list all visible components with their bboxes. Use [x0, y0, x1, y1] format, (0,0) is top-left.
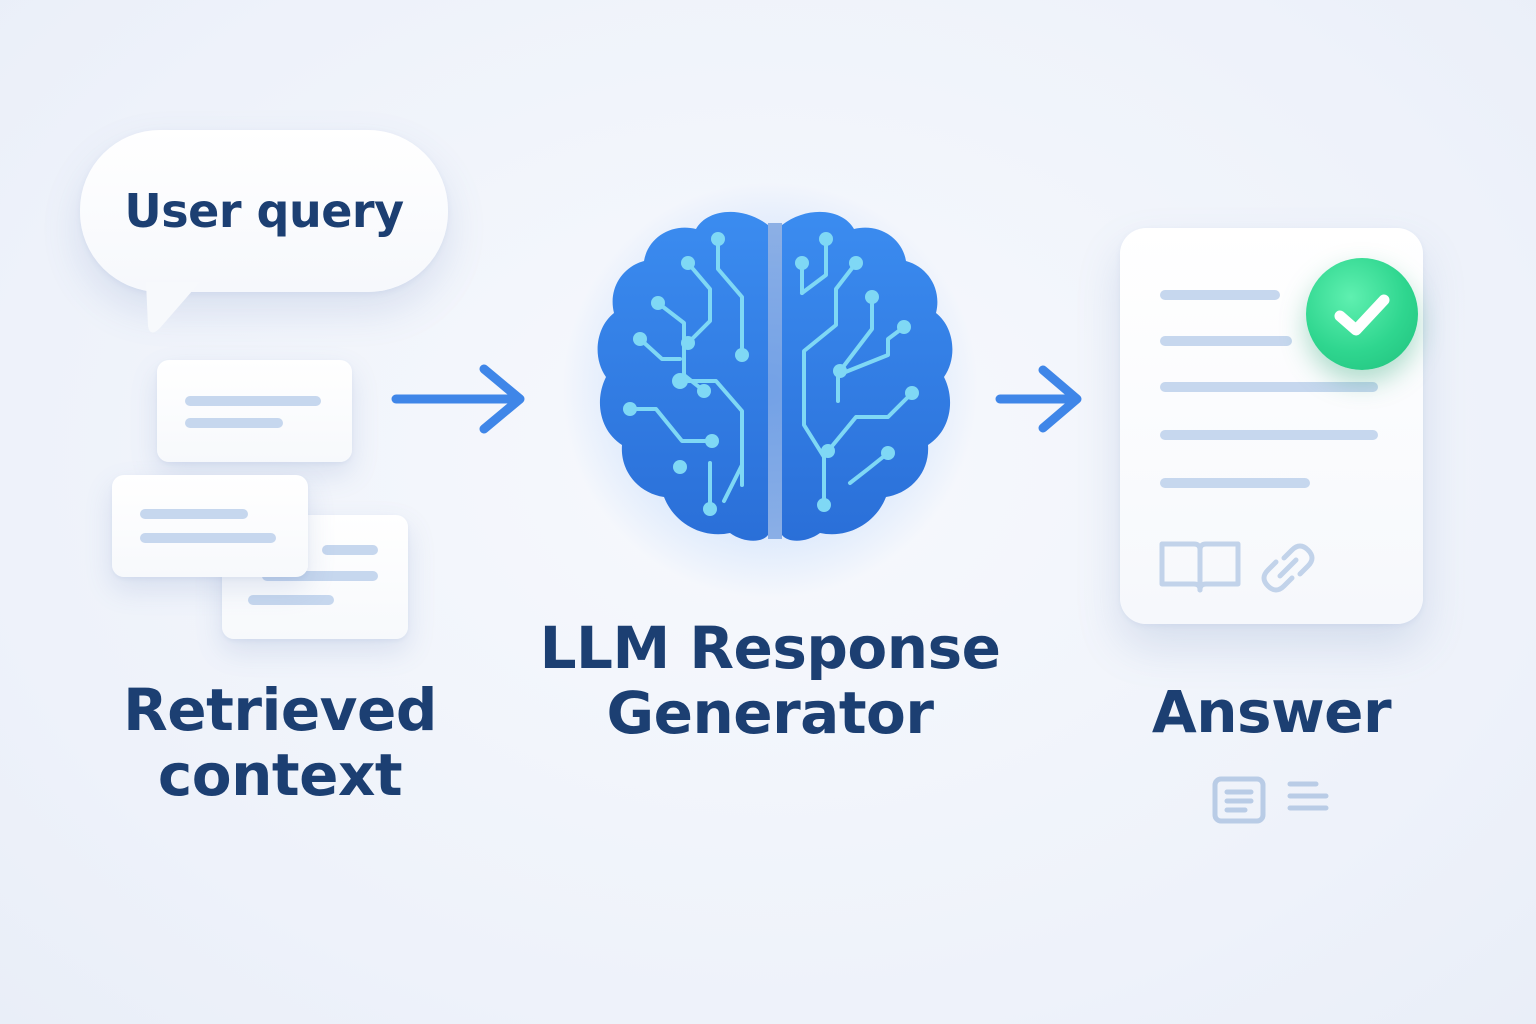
- llm-generator-label: LLM Response Generator: [520, 616, 1020, 746]
- list-icon: [1287, 781, 1329, 811]
- open-book-icon: [1159, 541, 1241, 593]
- context-card-2: [112, 475, 308, 577]
- bubble-tail: [146, 282, 200, 333]
- answer-label: Answer: [1151, 678, 1392, 746]
- checkmark-icon: [1334, 294, 1390, 336]
- llm-generator-line-2: Generator: [606, 678, 935, 747]
- retrieved-context-label: Retrieved context: [110, 678, 450, 808]
- brain-circuit-icon: [597, 211, 953, 541]
- user-query-bubble: User query: [80, 130, 448, 292]
- retrieved-context-line-2: context: [157, 740, 403, 809]
- arrow-right-icon: [995, 365, 1082, 433]
- context-card-1: [157, 360, 352, 462]
- user-query-label: User query: [124, 184, 404, 238]
- llm-generator-line-1: LLM Response: [539, 614, 1001, 682]
- retrieved-context-line-1: Retrieved: [123, 676, 437, 744]
- checkmark-badge: [1306, 258, 1418, 370]
- document-icon: [1212, 776, 1266, 824]
- link-icon: [1261, 543, 1315, 593]
- arrow-right-icon: [391, 364, 525, 434]
